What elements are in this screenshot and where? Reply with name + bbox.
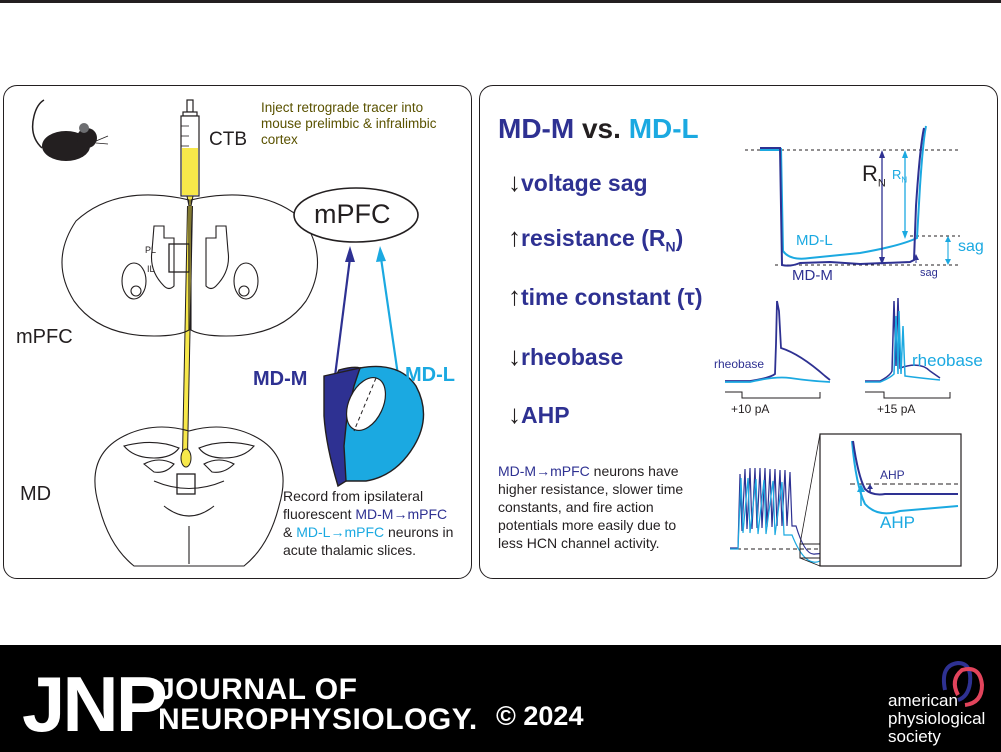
record-line3: & MD-L→mPFC neurons in [283, 524, 454, 540]
tracer-note-line3: cortex [261, 132, 298, 147]
rheobase-trace-15pa [865, 297, 951, 399]
summary-text: neurons have [589, 463, 679, 479]
md-m-label: MD-M [253, 368, 308, 390]
title-md-m: MD-M [498, 113, 575, 144]
ahp-big-label: AHP [880, 513, 915, 532]
rn-subscript: N [901, 175, 908, 185]
sag-small-label: sag [920, 267, 938, 279]
record-md-l: MD-L→mPFC [296, 524, 385, 540]
journal-name-line1: JOURNAL OF [158, 673, 358, 706]
aps-logo-icon [941, 660, 985, 707]
left-panel: CTB Inject retrograde tracer into mouse … [3, 85, 472, 579]
pl-label: PL [145, 245, 157, 255]
up-arrow-icon: ↑ [508, 281, 521, 311]
mpfc-brain-section [61, 194, 319, 337]
summary-line4: potentials more easily due to [498, 517, 677, 533]
item-text: ) [675, 225, 684, 251]
item-voltage-sag: ↓voltage sag [508, 168, 648, 197]
record-line2: fluorescent MD-M→mPFC [283, 506, 448, 522]
record-text: fluorescent [283, 506, 356, 522]
md-brain-section [94, 426, 284, 567]
copyright: © 2024 [496, 701, 584, 731]
rheobase-right-label: rheobase [912, 351, 983, 370]
jnp-logo: JNP [22, 660, 168, 748]
summary-line2: higher resistance, slower time [498, 481, 684, 497]
right-traces [725, 125, 962, 567]
sag-big-label: sag [958, 238, 984, 255]
item-text: time constant (τ) [521, 284, 703, 310]
trace-md-m-label: MD-M [792, 267, 833, 284]
summary-line5: less HCN channel activity. [498, 535, 660, 551]
tracer-note-line2: mouse prelimbic & infralimbic [261, 116, 437, 131]
up-arrow-icon: ↑ [508, 222, 521, 252]
title-md-l: MD-L [628, 113, 699, 144]
rn-letter: R [892, 167, 902, 182]
item-resistance: ↑resistance (RN) [508, 223, 683, 255]
down-arrow-icon: ↓ [508, 341, 521, 371]
record-line1: Record from ipsilateral [283, 488, 424, 504]
item-text: AHP [521, 402, 570, 428]
rn-subscript: N [877, 177, 886, 190]
md-l-label: MD-L [405, 364, 455, 386]
injection-site [180, 448, 192, 468]
item-subscript: N [665, 238, 676, 255]
rn-letter: R [862, 161, 878, 186]
society-line2: physiological [888, 709, 986, 728]
md-nucleus-schematic [323, 365, 425, 488]
comparison-title: MD-M vs. MD-L [498, 113, 699, 145]
ahp-trace [730, 433, 962, 567]
journal-footer: JNP JOURNAL OF NEUROPHYSIOLOGY. © 2024 a… [0, 645, 1001, 752]
society-line1: american [888, 691, 958, 710]
top-rule [0, 0, 1001, 3]
rheobase-trace-10pa [725, 300, 831, 399]
item-ahp: ↓AHP [508, 400, 570, 429]
sag-trace [745, 125, 960, 267]
record-line4: acute thalamic slices. [283, 542, 417, 558]
item-text: voltage sag [521, 170, 648, 196]
left-diagram [31, 99, 425, 567]
projection-arrows [333, 246, 402, 390]
tracer-note-line1: Inject retrograde tracer into [261, 100, 424, 115]
mpfc-region-label: mPFC [16, 326, 73, 348]
record-text: neurons in [384, 524, 454, 540]
summary-line1: MD-M→mPFC neurons have [498, 463, 679, 479]
journal-name-line2: NEUROPHYSIOLOGY. [158, 703, 478, 736]
step-15pa-label: +15 pA [877, 402, 916, 416]
down-arrow-icon: ↓ [508, 399, 521, 429]
right-panel: MD-M vs. MD-L ↓voltage sag ↑resistance (… [479, 85, 998, 579]
title-vs: vs. [574, 113, 629, 144]
item-text: rheobase [521, 344, 624, 370]
record-text: & [283, 524, 297, 540]
summary-line3: constants, and fire action [498, 499, 654, 515]
syringe-icon [180, 99, 200, 457]
mpfc-target-ellipse [293, 187, 419, 243]
ahp-small-label: AHP [880, 468, 905, 482]
summary-md-m: MD-M→mPFC [498, 463, 590, 479]
society-line3: society [888, 727, 941, 746]
rheobase-left-label: rheobase [714, 357, 765, 371]
il-label: IL [147, 264, 155, 274]
record-md-m: MD-M→mPFC [355, 506, 448, 522]
item-text: resistance (R [521, 225, 666, 251]
item-time-constant: ↑time constant (τ) [508, 282, 703, 311]
rn-small-label: RN [892, 167, 908, 185]
rn-big-label: RN [862, 161, 886, 190]
down-arrow-icon: ↓ [508, 167, 521, 197]
item-rheobase: ↓rheobase [508, 342, 623, 371]
tracer-label: CTB [209, 129, 247, 150]
step-10pa-label: +10 pA [731, 402, 770, 416]
trace-md-l-label: MD-L [796, 232, 833, 249]
md-region-label: MD [20, 483, 52, 505]
mouse-icon [31, 99, 109, 161]
mpfc-target-label: mPFC [314, 199, 391, 229]
